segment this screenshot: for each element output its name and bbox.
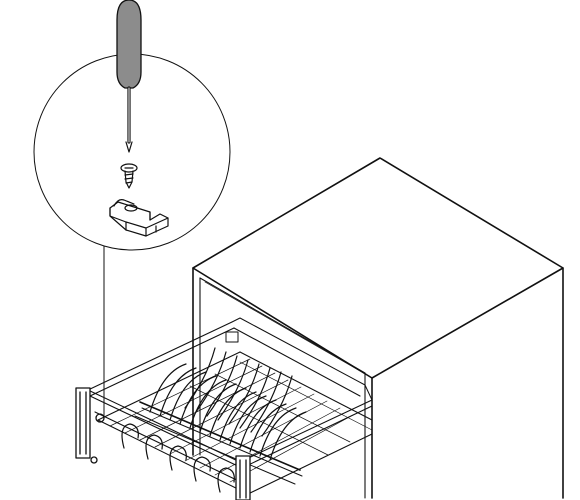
rack-left-top-rail bbox=[87, 321, 233, 391]
screwdriver-handle bbox=[116, 0, 142, 89]
rack-right-top-rail bbox=[239, 399, 373, 463]
mounting-bracket-icon bbox=[109, 199, 169, 237]
rack-front-loops bbox=[121, 423, 235, 493]
detail-callout bbox=[33, 0, 231, 251]
cabinet bbox=[192, 157, 564, 499]
dish-rack bbox=[75, 317, 373, 500]
cabinet-top bbox=[192, 157, 564, 379]
left-slide-runner bbox=[75, 387, 105, 464]
right-slide-runner bbox=[235, 455, 251, 500]
rack-rear-clip bbox=[225, 331, 239, 343]
plate-rack-tines bbox=[134, 347, 307, 485]
screwdriver-icon bbox=[116, 0, 142, 153]
screw-icon bbox=[120, 163, 138, 189]
